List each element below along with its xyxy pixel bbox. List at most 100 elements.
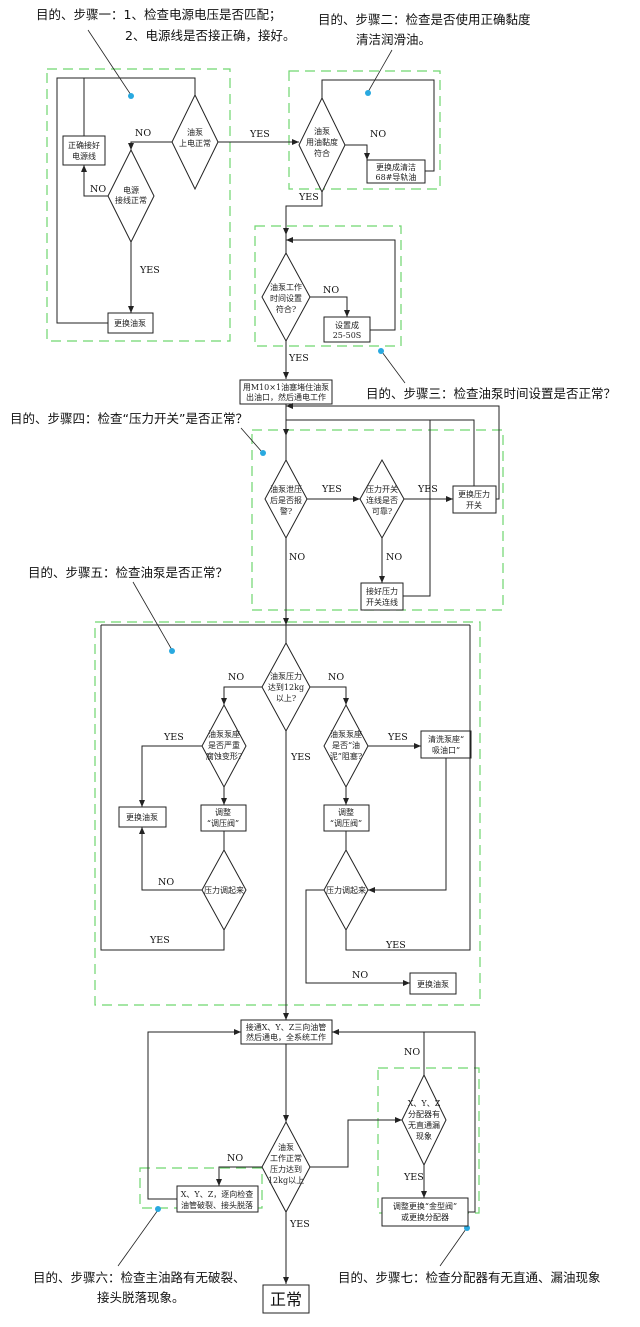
decision-d2-l1: 电源 [123,185,139,195]
leader-step5 [132,581,173,651]
edge-d13-no-label: NO [404,1047,420,1058]
process-p15-l1: 调整更换“金型阀” [393,1201,457,1211]
process-p4 [323,316,371,343]
decision-d10-l1: 压力调起来 [204,885,244,895]
goal-step4: 目的、步骤四：检查“压力开关”是否正常？ [10,411,248,426]
decision-d8-l2: 是否严重 [208,740,240,750]
edge-p1-back [83,77,196,136]
edge-d4-no-label: NO [323,285,339,296]
edge-p7-back [403,420,431,597]
leader-step4 [240,427,263,453]
decision-d12-l4: 12kg以上 [268,1176,304,1185]
process-p13 [240,1019,333,1045]
process-p11-l2: 吸油口” [432,745,460,755]
edge-d2-no-label: NO [90,184,106,195]
process-p5-l1: 用M10×1油塞堵住油泵 [243,382,329,392]
edge-p6-back-b [286,403,500,500]
goal-step2-line2: 清洁润滑油。 [356,32,431,47]
decision-d3-l3: 符合 [314,148,330,158]
edge-d6-no-label: NO [386,552,402,563]
end-label: 正常 [270,1290,302,1309]
decision-d13-l1: X、Y、Z [408,1099,441,1108]
process-p7-l1: 接好压力 [366,586,398,596]
marker-dot-step5 [169,648,175,654]
goal-step7: 目的、步骤七：检查分配器有无直通、漏油现象 [338,1270,601,1285]
decision-d11-l1: 压力调起来 [326,885,366,895]
process-p4-l1: 设置成 [335,320,359,330]
edge-p3-back [321,79,435,172]
edge-d12-to-d13 [310,1117,402,1168]
decision-d12-l3: 压力达到 [270,1164,302,1174]
edge-d1-yes-label: YES [249,129,270,140]
process-p10-l1: 调整 [338,807,354,817]
edge-d2-no [81,165,108,197]
decision-d3-l1: 油泵 [314,126,330,136]
process-p11 [420,730,472,759]
decision-d6-l2: 连线是否 [366,495,398,505]
decision-d8-l1: 油泵泵座 [208,729,240,739]
process-p7-l2: 开关连线 [366,597,398,607]
decision-d6-l3: 可靠? [372,506,392,516]
end-box [262,1284,310,1314]
process-p9-l2: “调压阀” [207,819,239,828]
edge-d8-yes-label: YES [163,732,184,743]
leader-step3 [381,351,406,384]
leader-step6 [117,1209,159,1267]
process-p13-l2: 然后通电，全系统工作 [246,1032,326,1042]
decision-d4-l2: 时间设置 [270,293,302,303]
marker-dot-step3 [378,348,384,354]
decision-d4-l1: 油泵工作 [270,282,302,292]
process-p11-l1: 清洗泵座“ [428,734,464,744]
edge-d10-yes-label: YES [149,935,170,946]
leader-step1 [87,29,132,96]
decision-d8-l3: 腐蚀变形? [206,751,242,761]
marker-dot-step2 [365,90,371,96]
edge-d1-no [128,141,172,150]
process-p10 [323,804,370,832]
edge-d11-yes-label: YES [385,940,406,951]
marker-dot-step6 [155,1206,161,1212]
decision-d12-l1: 油泵 [278,1142,294,1152]
decision-d9-l1: 油泵泵座 [330,729,362,739]
goal-step1-line2: 2、电源线是否接正确，接好。 [125,28,295,43]
edge-d4-no [310,296,350,317]
edge-d1-no-label: NO [135,128,151,139]
goal-step5: 目的、步骤五：检查油泵是否正常？ [28,565,228,580]
goal-step2-line1: 目的、步骤二：检查是否使用正确黏度 [318,12,531,27]
edge-d11-no [305,889,410,986]
group-step3 [254,225,402,347]
process-p14-l1: X、Y、Z，逐向检查 [181,1189,254,1199]
edge-d8-yes [139,745,202,807]
edge-d12-no-label: NO [227,1153,243,1164]
edge-d10-yes [100,625,225,951]
decision-d1-l2: 上电正常 [179,138,211,148]
decision-d6-l1: 压力开关 [366,484,398,494]
process-p14-l2: 油管破裂、接头脱落 [181,1200,253,1210]
group-step2 [288,70,441,190]
decision-d1-l1: 油泵 [187,127,203,137]
process-p9-l1: 调整 [215,807,231,817]
decision-d12-l2: 工作正常 [270,1153,302,1163]
edge-d3-yes-label: YES [298,192,319,203]
decision-d13-l2: 分配器有 [408,1109,440,1119]
process-p15 [381,1197,469,1227]
edge-d13-yes-label: YES [403,1172,424,1183]
edge-d7-no-right-label: NO [328,672,344,683]
edge-d7-yes-label: YES [290,752,311,763]
group-step4 [251,429,504,611]
goal-step1-line1: 目的、步骤一：1、检查电源电压是否匹配； [36,7,281,22]
goal-step6-line2: 接头脱落现象。 [97,1290,185,1305]
process-p1-l2: 电源线 [72,151,96,161]
process-p15-l2: 或更换分配器 [401,1212,449,1222]
edge-p2-back [56,77,108,324]
edge-d7-no-left [221,686,262,705]
process-p10-l2: “调压阀” [330,819,362,828]
process-p7 [360,582,404,611]
goal-step3: 目的、步骤三：检查油泵时间设置是否正常？ [366,386,616,401]
decision-d3-l2: 用油黏度 [306,137,338,147]
marker-dot-step4 [260,450,266,456]
process-p1-l1: 正确接好 [68,140,100,150]
process-p1 [62,135,106,166]
decision-d5-l1: 油泵泄压 [270,484,302,494]
